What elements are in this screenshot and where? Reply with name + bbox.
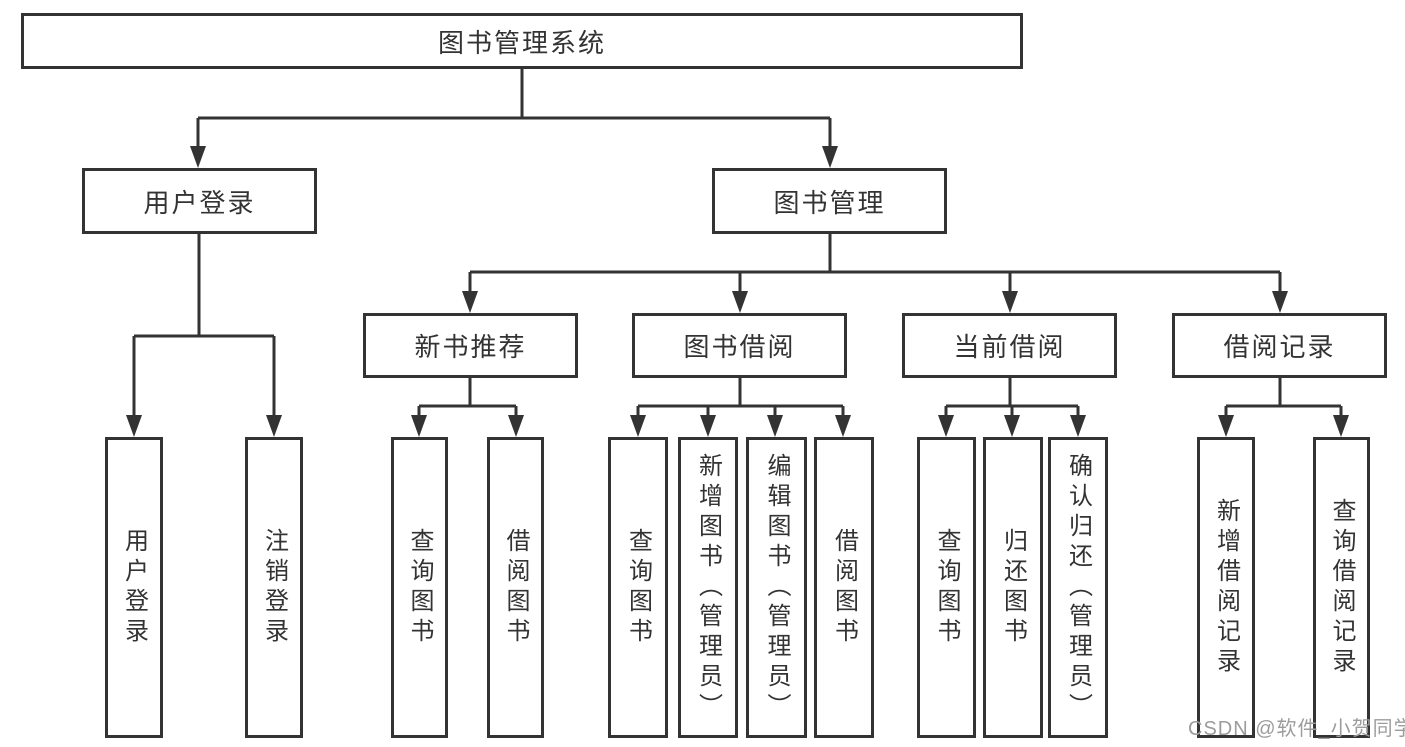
arrowheads-current-borrowing xyxy=(938,415,1086,437)
connector-current-borrowing xyxy=(944,378,1080,418)
leaf-label: 新增借阅记录 xyxy=(1212,497,1240,678)
leaf-label: 查询图书 xyxy=(406,527,433,648)
node-label: 图书借阅 xyxy=(683,332,796,362)
node-label: 用户登录 xyxy=(143,187,256,218)
node-label: 图书管理系统 xyxy=(437,27,606,58)
connector-root-to-level2 xyxy=(196,68,832,148)
leaf-add-borrow-record: 新增借阅记录 xyxy=(1197,437,1255,738)
node-new-book-recommend: 新书推荐 xyxy=(363,313,578,378)
leaf-label: 查询借阅记录 xyxy=(1328,497,1355,678)
csdn-watermark: CSDN @软件_小贺同学 xyxy=(1188,718,1405,740)
arrowheads-user-login xyxy=(126,415,282,437)
arrowheads-book-borrowing xyxy=(630,415,851,437)
arrowheads-level3 xyxy=(462,291,1288,313)
leaf-query-books-current: 查询图书 xyxy=(917,437,976,738)
leaf-label: 归还图书 xyxy=(999,527,1027,648)
node-user-login: 用户登录 xyxy=(82,168,317,234)
leaf-query-books-borrowing: 查询图书 xyxy=(608,437,668,738)
leaf-user-login: 用户登录 xyxy=(105,437,163,738)
arrowheads-borrowing-records xyxy=(1218,415,1349,437)
leaf-add-books-admin: 新增图书（管理员） xyxy=(678,437,738,738)
leaf-label: 用户登录 xyxy=(120,527,148,648)
leaf-label: 新增图书（管理员） xyxy=(694,452,722,723)
leaf-return-books: 归还图书 xyxy=(983,437,1043,738)
leaf-label: 查询图书 xyxy=(933,527,960,648)
leaf-confirm-return-admin: 确认归还（管理员） xyxy=(1048,437,1108,738)
leaf-query-borrow-record: 查询借阅记录 xyxy=(1313,437,1370,738)
leaf-borrow-books-recommend: 借阅图书 xyxy=(487,437,544,738)
leaf-label: 注销登录 xyxy=(260,527,288,648)
leaf-logout: 注销登录 xyxy=(245,437,303,738)
node-label: 图书管理 xyxy=(773,187,886,218)
connector-user-login xyxy=(132,234,276,418)
node-borrowing-records: 借阅记录 xyxy=(1172,313,1387,378)
node-library-management-system: 图书管理系统 xyxy=(21,13,1023,69)
node-book-borrowing: 图书借阅 xyxy=(632,313,847,378)
leaf-label: 借阅图书 xyxy=(830,527,858,648)
leaf-label: 查询图书 xyxy=(624,527,652,648)
arrowheads-new-book xyxy=(411,415,524,437)
connector-book-borrowing xyxy=(636,378,845,418)
leaf-edit-books-admin: 编辑图书（管理员） xyxy=(746,437,807,738)
leaf-query-books-recommend: 查询图书 xyxy=(391,437,448,738)
node-book-management: 图书管理 xyxy=(712,168,947,234)
node-label: 当前借阅 xyxy=(953,332,1066,362)
connector-borrowing-records xyxy=(1224,378,1343,418)
arrowheads-level2 xyxy=(190,146,838,168)
node-label: 借阅记录 xyxy=(1223,332,1336,362)
node-current-borrowing: 当前借阅 xyxy=(902,313,1117,378)
connector-book-management xyxy=(468,234,1282,294)
connector-new-book xyxy=(417,378,518,418)
leaf-label: 编辑图书（管理员） xyxy=(763,452,790,723)
node-label: 新书推荐 xyxy=(414,332,527,362)
leaf-label: 确认归还（管理员） xyxy=(1064,452,1092,723)
leaf-label: 借阅图书 xyxy=(502,527,529,648)
leaf-borrow-books-borrowing: 借阅图书 xyxy=(814,437,874,738)
